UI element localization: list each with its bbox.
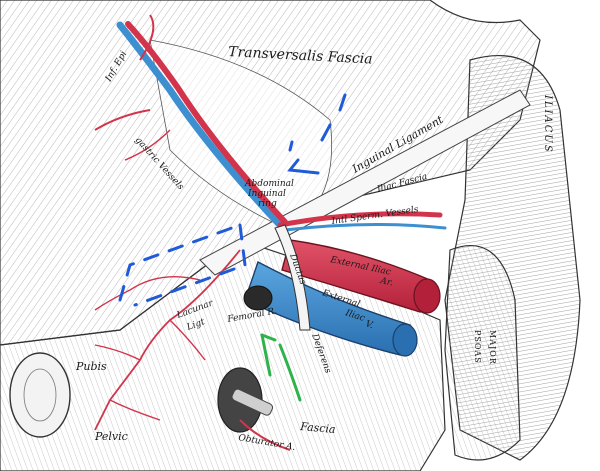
label-pubis: Pubis xyxy=(75,360,107,373)
internal-spermatic-vessels xyxy=(277,211,443,228)
external-iliac-artery xyxy=(281,239,431,313)
inf-epigastric-artery xyxy=(125,21,288,225)
label-fascia: Fascia xyxy=(299,420,336,436)
label-iliacus: ILIACUS xyxy=(542,94,553,154)
label-major: MAJOR xyxy=(488,330,497,365)
label-abdominal: Abdominal xyxy=(244,179,294,189)
blue-annotation-rectangle xyxy=(118,223,247,307)
pubis-bone xyxy=(9,352,71,438)
transversalis-fascia-region xyxy=(149,39,333,231)
label-inguinal: Inguinal xyxy=(247,189,286,199)
label-psoas: PSOAS xyxy=(473,330,482,364)
label-external-iliac-vein-c: V. xyxy=(364,319,375,331)
label-ring: ring xyxy=(258,199,277,209)
label-transversalis-fascia: Transversalis Fascia xyxy=(228,44,373,68)
inf-epigastric-vein xyxy=(116,21,284,229)
label-external-iliac-artery-b: Ar. xyxy=(378,276,394,289)
psoas-major-muscle xyxy=(444,245,521,461)
femoral-ring xyxy=(243,285,273,311)
label-pelvic: Pelvic xyxy=(94,430,128,443)
ductus-deferens xyxy=(274,224,311,331)
green-annotation-arrow xyxy=(260,333,302,402)
blue-annotation-ring-marks xyxy=(287,93,347,175)
obturator-artery xyxy=(239,419,291,451)
obturator-nerve xyxy=(231,388,274,416)
